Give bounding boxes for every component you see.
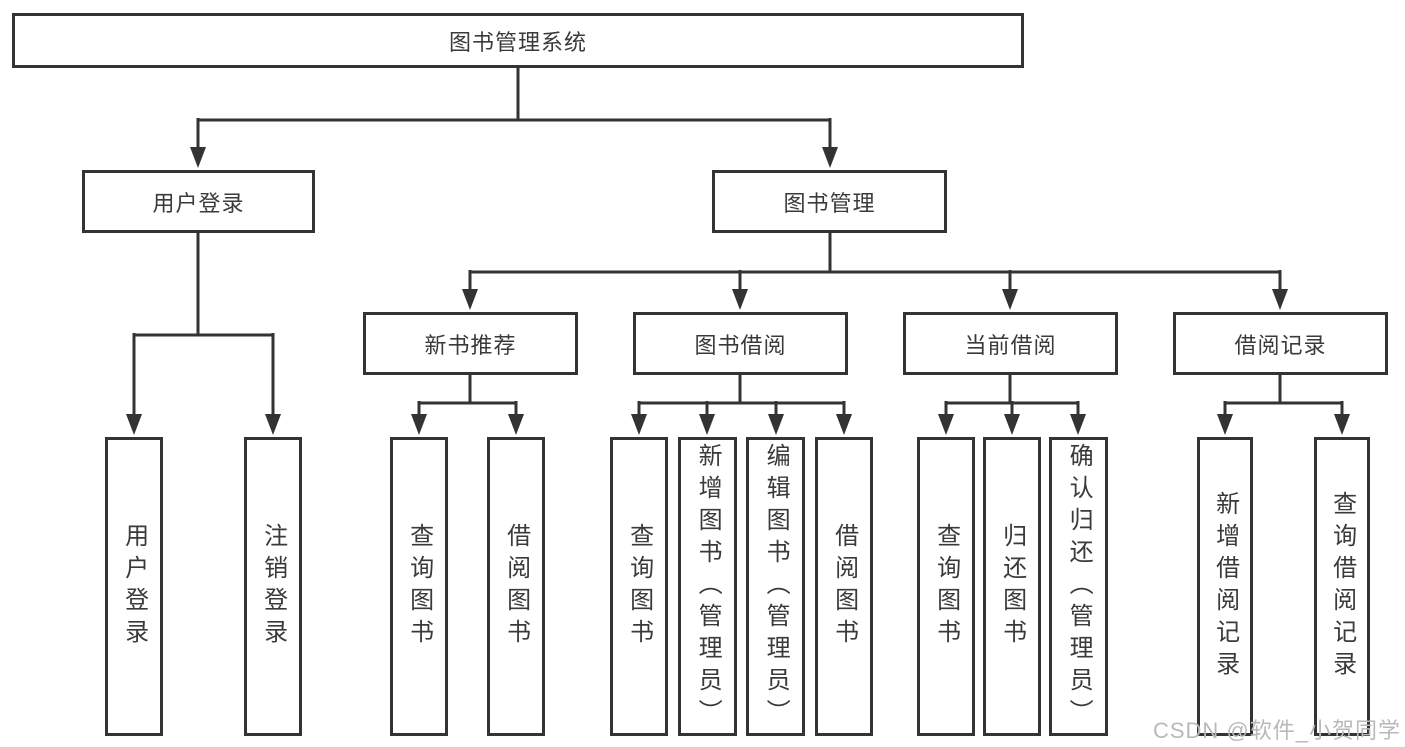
node-book-management: 图书管理 (712, 170, 947, 233)
leaf-user-login: 用户登录 (105, 437, 163, 736)
leaf-borrowing-query-books: 查询图书 (610, 437, 668, 736)
node-label: 新书推荐 (424, 332, 517, 358)
arrowhead-icon (1334, 414, 1350, 435)
leaf-borrowing-borrow-books: 借阅图书 (815, 437, 873, 736)
node-label: 用户登录 (152, 190, 245, 216)
csdn-watermark: CSDN @软件_小贺同学 (1152, 718, 1401, 743)
connector-current-to-leaves (938, 375, 1086, 435)
leaf-current-query-books: 查询图书 (917, 437, 975, 736)
leaf-current-confirm-return-admin: 确认归还（管理员） (1049, 437, 1108, 736)
leaf-borrowing-edit-books-admin: 编辑图书（管理员） (746, 437, 805, 736)
connector-mgmt-to-level3 (462, 233, 1288, 310)
arrowhead-icon (411, 414, 427, 435)
arrowhead-icon (190, 147, 206, 168)
node-label: 借阅记录 (1234, 332, 1327, 358)
leaf-label: 借阅图书 (830, 522, 858, 651)
node-root-system: 图书管理系统 (12, 13, 1024, 68)
leaf-label: 查询图书 (405, 522, 433, 651)
connector-borrowing-to-leaves (631, 375, 852, 435)
arrowhead-icon (938, 414, 954, 435)
node-label: 图书借阅 (694, 332, 787, 358)
leaf-label: 查询图书 (625, 522, 653, 651)
leaf-label: 归还图书 (998, 522, 1026, 651)
leaf-borrowing-add-books-admin: 新增图书（管理员） (678, 437, 737, 736)
connector-recommend-to-leaves (411, 375, 524, 435)
leaf-recommend-query-books: 查询图书 (390, 437, 448, 736)
node-label: 图书管理 (783, 190, 876, 216)
leaf-records-query-record: 查询借阅记录 (1314, 437, 1370, 736)
arrowhead-icon (631, 414, 647, 435)
connector-records-to-leaves (1217, 375, 1350, 435)
node-label: 图书管理系统 (448, 29, 587, 55)
arrowhead-icon (1004, 414, 1020, 435)
arrowhead-icon (822, 147, 838, 168)
node-user-login: 用户登录 (82, 170, 315, 233)
arrowhead-icon (836, 414, 852, 435)
arrowhead-icon (768, 414, 784, 435)
leaf-records-add-record: 新增借阅记录 (1197, 437, 1253, 736)
node-current-borrowing: 当前借阅 (903, 312, 1118, 375)
arrowhead-icon (1217, 414, 1233, 435)
arrowhead-icon (265, 414, 281, 435)
connector-login-to-leaves (126, 233, 281, 435)
arrowhead-icon (699, 414, 715, 435)
leaf-label: 新增借阅记录 (1211, 490, 1239, 683)
node-borrow-records: 借阅记录 (1173, 312, 1388, 375)
arrowhead-icon (126, 414, 142, 435)
arrowhead-icon (732, 289, 748, 310)
leaf-label: 借阅图书 (502, 522, 530, 651)
node-label: 当前借阅 (964, 332, 1057, 358)
arrowhead-icon (508, 414, 524, 435)
leaf-label: 新增图书（管理员） (694, 442, 722, 731)
arrowhead-icon (1070, 414, 1086, 435)
leaf-label: 注销登录 (259, 522, 287, 651)
arrowhead-icon (1272, 289, 1288, 310)
leaf-label: 用户登录 (120, 522, 148, 651)
leaf-label: 查询图书 (932, 522, 960, 651)
node-book-borrowing: 图书借阅 (633, 312, 848, 375)
arrowhead-icon (462, 289, 478, 310)
node-new-book-recommend: 新书推荐 (363, 312, 578, 375)
leaf-label: 编辑图书（管理员） (762, 442, 790, 731)
connector-root-to-level2 (190, 68, 838, 168)
leaf-current-return-books: 归还图书 (983, 437, 1041, 736)
leaf-label: 查询借阅记录 (1328, 490, 1356, 683)
arrowhead-icon (1002, 289, 1018, 310)
leaf-recommend-borrow-books: 借阅图书 (487, 437, 545, 736)
leaf-logout-login: 注销登录 (244, 437, 302, 736)
leaf-label: 确认归还（管理员） (1065, 442, 1093, 731)
